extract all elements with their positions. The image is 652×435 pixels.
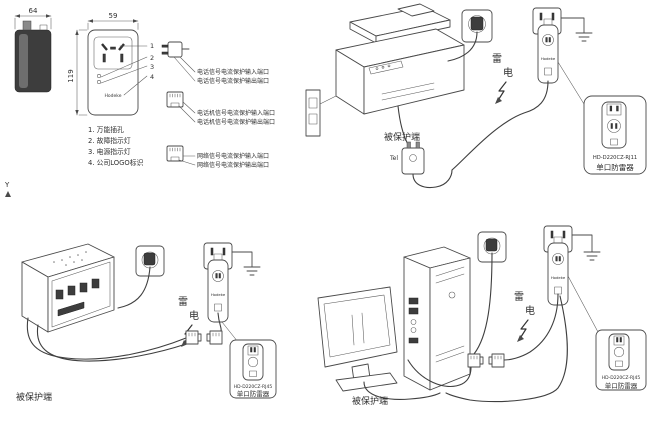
port-label-phone-out: 电话信号电流保护输出端口: [197, 77, 269, 85]
callout-box: HD-D220CZ-RJ11 单口防雷器: [583, 95, 647, 175]
callout-number-2: 2: [150, 54, 154, 62]
wall-outlet-icon: [473, 231, 507, 355]
printer-illustration: [335, 3, 465, 115]
feature-callouts: 1 2 3 4: [100, 42, 154, 96]
width-dimension-59: 59: [87, 12, 139, 30]
callout-name-label: 单口防雷器: [596, 162, 634, 172]
power-led-icon: [97, 80, 101, 84]
protected-end-label: 被保护端: [352, 395, 388, 407]
socket-icon: [552, 253, 564, 265]
rj45-jack-icon: [166, 145, 196, 166]
legend-item-3: 3. 电源指示灯: [88, 147, 131, 156]
ground-icon: [571, 234, 601, 261]
phone-line-connector-icon: [161, 41, 196, 82]
lightning-bolt-icon: [496, 81, 507, 103]
legend-item-1: 1. 万能插孔: [88, 125, 124, 134]
ground-icon: [560, 17, 593, 42]
callout-number-1: 1: [150, 42, 154, 50]
wall-outlet-icon: [117, 245, 165, 309]
callout-box: HD-D220CZ-RJ45 单口防雷器: [229, 339, 277, 399]
mini-protector-icon: [242, 343, 264, 381]
wall-strip-icon: [305, 89, 337, 137]
fault-led-icon: [97, 74, 101, 78]
socket-icon: [542, 34, 554, 46]
surge-protector-device: Hodeke: [203, 242, 233, 332]
callout-leader: [567, 275, 599, 333]
router-illustration: [21, 243, 187, 362]
tel-adapter-icon: [397, 105, 453, 189]
axis-arrow-icon: [5, 191, 11, 197]
front-view-adapter: Hodeke: [87, 29, 139, 116]
lightning-char-1: 雷: [492, 53, 502, 65]
mini-protector-icon: [608, 333, 630, 371]
callout-number-3: 3: [150, 63, 154, 71]
tower-illustration: [403, 246, 472, 391]
dim-64-label: 64: [29, 7, 38, 15]
callout-box: HD-D220CZ-RJ45 单口防雷器: [595, 329, 647, 391]
callout-model-label: HD-D220CZ-RJ45: [602, 375, 641, 381]
plug-icon: [485, 238, 498, 252]
axis-y-label: Y: [4, 181, 10, 189]
wall-outlet-icon: [447, 9, 493, 62]
height-dimension-119: 119: [67, 29, 88, 116]
callout-leader: [221, 321, 239, 343]
socket-icon: [212, 270, 224, 282]
legend-item-4: 4. 公司LOGO标识: [88, 158, 144, 167]
plug-icon: [470, 16, 484, 31]
universal-socket-icon: [93, 36, 133, 70]
mini-protector-icon: [601, 101, 627, 149]
monitor-illustration: [317, 286, 441, 400]
ground-icon: [231, 251, 261, 276]
side-view-plug: [14, 20, 52, 93]
port-label-phone-in: 电话信号电流保护输入端口: [197, 68, 269, 76]
router-scene: Hodeke 雷 电 被保护端: [16, 242, 277, 403]
dimension-drawing: 64 59 119: [4, 7, 154, 197]
dim-59-label: 59: [109, 12, 118, 20]
rj-port-icon: [544, 67, 552, 76]
surge-protector-device: Hodeke: [451, 7, 562, 171]
port-label-network-in: 网络信号电流保护输入端口: [197, 152, 269, 160]
signal-port-labels: 电话信号电流保护输入端口 电话信号电流保护输出端口 电话机信号电流保护输入端口 …: [161, 41, 275, 169]
callout-number-4: 4: [150, 73, 154, 81]
protected-end-label: 被保护端: [384, 131, 420, 143]
legend-item-2: 2. 故障指示灯: [88, 136, 131, 145]
computer-scene: Hodeke 雷 电 被保护端: [317, 225, 647, 407]
protector-brand-label: Hodeke: [551, 275, 566, 280]
lightning-char-2: 电: [525, 304, 535, 317]
printer-scene: Hodeke 雷 电 被保护端 Tel: [305, 3, 647, 189]
protector-brand-label: Hodeke: [211, 292, 226, 297]
lightning-char-2: 电: [503, 66, 513, 79]
lightning-char-2: 电: [189, 309, 199, 322]
protector-brand-label: Hodeke: [541, 56, 556, 61]
plug-icon: [143, 252, 156, 266]
rj45-connector-icons: [185, 330, 223, 345]
legend: 1. 万能插孔 2. 故障指示灯 3. 电源指示灯 4. 公司LOGO标识: [88, 125, 144, 167]
callout-name-label: 单口防雷器: [605, 381, 638, 390]
brand-logo-label: Hodeke: [105, 93, 122, 99]
lightning-char-1: 雷: [514, 291, 524, 303]
callout-model-label: HD-D220CZ-RJ11: [593, 155, 637, 161]
lightning-annotation: 雷 电: [492, 53, 513, 104]
tel-label: Tel: [389, 155, 398, 162]
port-label-phoneset-in: 电话机信号电流保护输入端口: [197, 109, 275, 117]
lightning-char-1: 雷: [178, 296, 188, 308]
width-dimension-64: 64: [14, 7, 52, 30]
surge-protector-device: Hodeke: [445, 225, 573, 402]
callout-name-label: 单口防雷器: [237, 389, 270, 398]
lightning-bolt-icon: [518, 319, 529, 341]
lightning-annotation: 雷 电: [514, 291, 535, 342]
power-button-icon: [448, 291, 456, 299]
rj45-connector-icons: [467, 353, 505, 368]
rj-port-icon: [214, 303, 222, 312]
axis-marker: Y: [4, 181, 11, 197]
protected-end-label: 被保护端: [16, 391, 52, 403]
rj11-jack-icon: [166, 91, 196, 123]
callout-leader: [557, 61, 585, 105]
port-label-phoneset-out: 电话机信号电流保护输出端口: [197, 118, 275, 126]
port-label-network-out: 网络信号电流保护输出端口: [197, 161, 269, 169]
callout-model-label: HD-D220CZ-RJ45: [234, 384, 273, 390]
dim-119-label: 119: [67, 69, 75, 82]
